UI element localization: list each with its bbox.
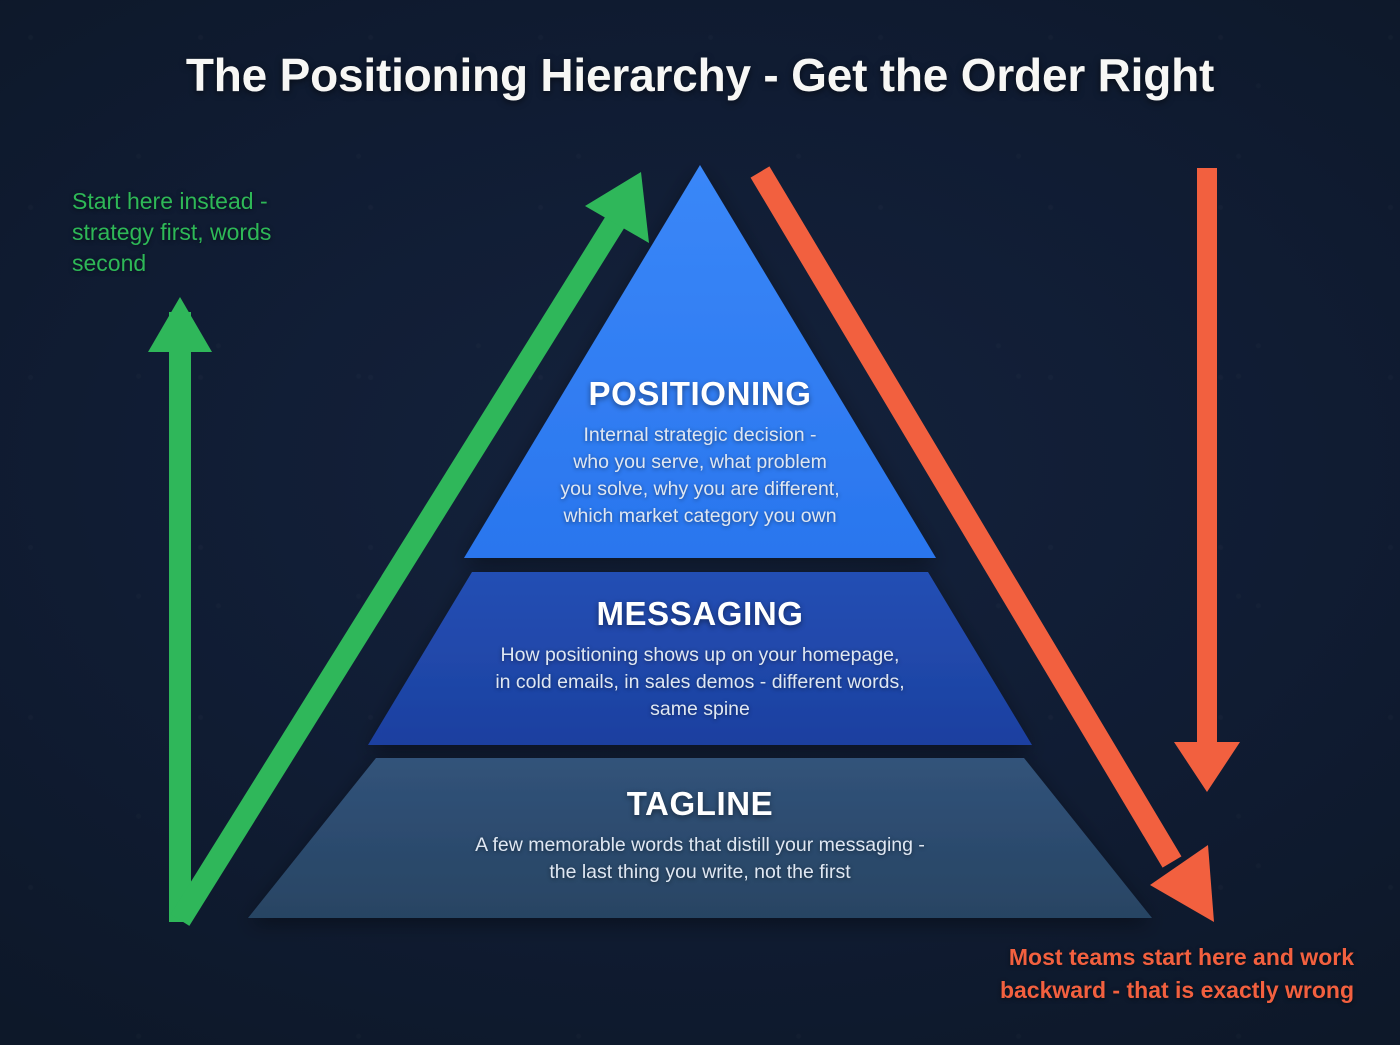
- pyramid-tier-messaging: [368, 572, 1032, 745]
- green-diagonal-arrow-up: [170, 172, 649, 926]
- annotation-line: backward - that is exactly wrong: [999, 977, 1354, 1003]
- red-vertical-arrow-down: [1174, 168, 1240, 792]
- page-title: The Positioning Hierarchy - Get the Orde…: [185, 49, 1215, 101]
- annotation-correct-flow: Start here instead - strategy first, wor…: [72, 186, 362, 279]
- annotation-line: Most teams start here and work: [1008, 944, 1354, 970]
- annotation-line: strategy first, words: [72, 219, 272, 245]
- pyramid-tier-positioning: [464, 165, 936, 558]
- pyramid-tier-tagline: [248, 758, 1152, 918]
- red-diagonal-arrow-down: [750, 166, 1214, 922]
- annotation-line: Start here instead -: [72, 188, 268, 214]
- annotation-wrong-flow: Most teams start here and work backward …: [884, 941, 1354, 1007]
- annotation-line: second: [72, 250, 147, 276]
- green-vertical-arrow-up: [148, 297, 212, 922]
